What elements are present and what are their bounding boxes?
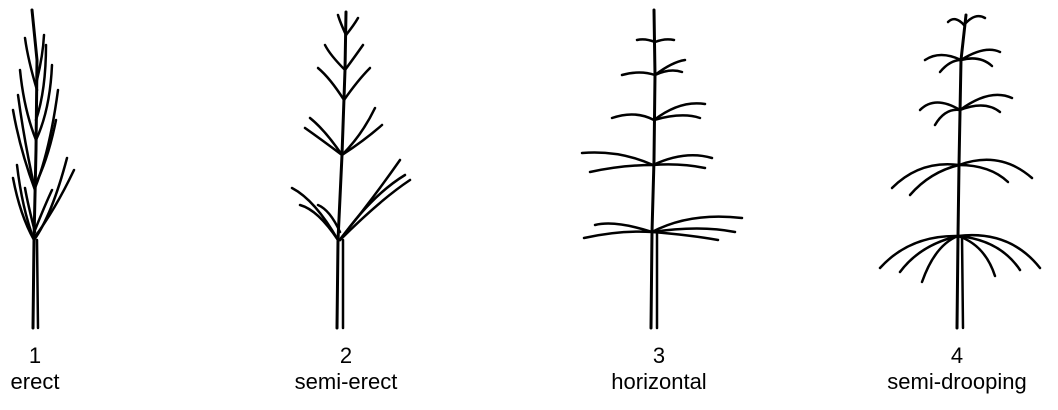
plant-erect-stem-second: [35, 238, 40, 330]
plant-semi-erect-stem: [335, 10, 348, 330]
plant-erect: [11, 8, 76, 330]
figure-label: horizontal: [611, 369, 707, 394]
caption-semi-drooping: 4 semi-drooping: [857, 343, 1057, 395]
plant-semi-erect: [290, 10, 412, 330]
figure-number: 3: [652, 343, 666, 368]
caption-erect: 1 erect: [0, 343, 135, 395]
plant-semi-erect-branches: [290, 13, 412, 242]
plant-semi-drooping-branches: [878, 14, 1042, 284]
figure-label: semi-erect: [294, 369, 398, 394]
plant-semi-drooping: [878, 13, 1042, 330]
figure-label: semi-drooping: [887, 369, 1027, 394]
figure-number: 2: [339, 343, 353, 368]
plant-horizontal-branches: [580, 38, 744, 242]
caption-horizontal: 3 horizontal: [559, 343, 759, 395]
figure-label: erect: [10, 369, 60, 394]
plant-horizontal-stem: [649, 8, 657, 330]
plant-erect-branches: [11, 33, 76, 242]
plant-horizontal: [580, 8, 744, 330]
figure-number: 1: [28, 343, 42, 368]
plant-semi-drooping-stem-second: [960, 234, 965, 330]
caption-semi-erect: 2 semi-erect: [246, 343, 446, 395]
figure-number: 4: [950, 343, 964, 368]
plant-erect-stem: [30, 8, 39, 330]
